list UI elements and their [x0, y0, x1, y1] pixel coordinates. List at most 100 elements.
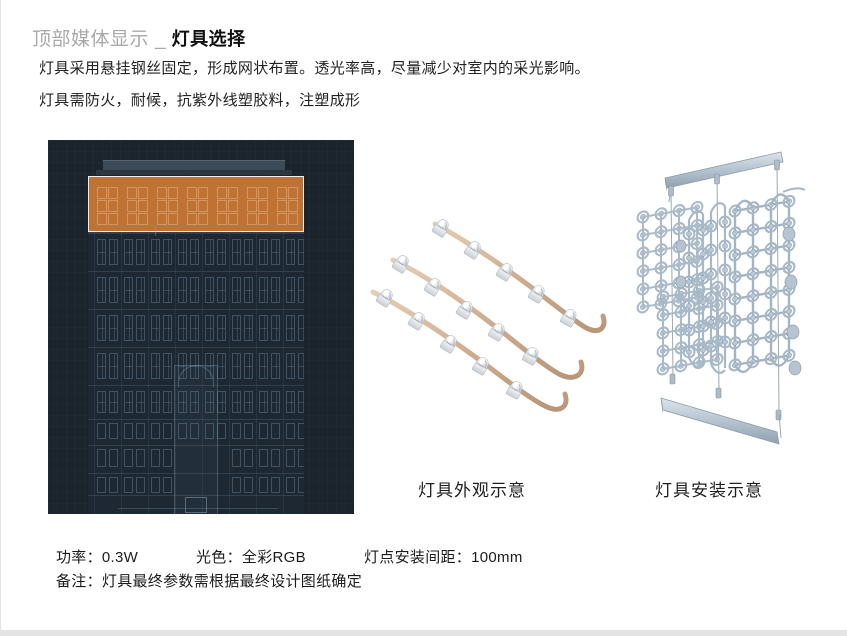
banner-window-ghost [127, 200, 137, 212]
facade-window [190, 391, 199, 413]
banner-window-ghost [108, 213, 118, 225]
facade-window [151, 239, 160, 265]
banner-window-ghost [187, 200, 197, 212]
banner-window-ghost [108, 200, 118, 212]
facade-window [286, 423, 295, 439]
facade-window [259, 239, 268, 265]
facade-window [286, 239, 295, 265]
facade-window [232, 391, 241, 413]
spec-color: 光色：全彩RGB [196, 549, 306, 566]
banner-window-ghost [277, 187, 287, 199]
facade-column-line [256, 233, 257, 514]
facade-window [178, 239, 187, 265]
facade-window [124, 353, 133, 379]
banner-window-ghost [138, 200, 148, 212]
facade-window [163, 391, 172, 413]
facade-window [298, 449, 304, 467]
banner-window-ghost [157, 200, 167, 212]
banner-window-ghost [277, 200, 287, 212]
facade-window [286, 477, 295, 493]
banner-window-ghost [127, 213, 137, 225]
facade-window [286, 277, 295, 303]
facade-window [232, 353, 241, 379]
elevation-canvas [48, 140, 354, 514]
banner-window-ghost [168, 200, 178, 212]
facade-window [217, 391, 226, 413]
roof-slab [103, 160, 285, 171]
banner-window-ghost [258, 187, 268, 199]
facade-window [259, 353, 268, 379]
led-string-1 [370, 286, 569, 412]
banner-window-ghost [97, 200, 107, 212]
facade-window [97, 449, 106, 467]
facade-window [124, 391, 133, 413]
spec-power: 功率：0.3W [56, 549, 139, 566]
section-title-label: 灯具选择 [171, 29, 246, 49]
figure-row [1, 132, 847, 522]
facade-window [136, 477, 145, 493]
facade-window [244, 477, 253, 493]
banner-window-ghost [138, 213, 148, 225]
facade-window [136, 239, 145, 265]
banner-window-ghost [198, 200, 208, 212]
facade-window [109, 315, 118, 341]
facade-window [217, 423, 226, 439]
facade-window [136, 449, 145, 467]
facade-column-line [121, 233, 122, 514]
facade-window [271, 353, 280, 379]
building-elevation-figure [48, 140, 354, 514]
facade-window [232, 477, 241, 493]
facade-window [190, 353, 199, 379]
facade-window [298, 239, 304, 265]
banner-window-ghost [228, 187, 238, 199]
facade-window [205, 353, 214, 379]
facade-window [205, 423, 214, 439]
facade-floor-line [88, 419, 304, 420]
installation-figure [623, 142, 835, 464]
facade-window [151, 391, 160, 413]
facade-window [97, 315, 106, 341]
facade-floor-line [88, 495, 304, 496]
facade-window [271, 423, 280, 439]
ground-line [118, 508, 278, 509]
facade-window [109, 449, 118, 467]
facade-window [136, 315, 145, 341]
banner-window-ghost [187, 213, 197, 225]
page-title: 顶部媒体显示 _ 灯具选择 [32, 24, 246, 51]
facade-window [190, 277, 199, 303]
facade-window [298, 277, 304, 303]
roof-slab-shadow [96, 170, 292, 175]
wire-tensioners [668, 159, 782, 421]
banner-window-ghost [258, 213, 268, 225]
building-facade [88, 232, 304, 514]
facade-window [232, 277, 241, 303]
banner-window-ghost [288, 213, 298, 225]
banner-window-ghost [247, 213, 257, 225]
facade-window [271, 449, 280, 467]
led-string-2 [390, 252, 585, 380]
facade-window [286, 449, 295, 467]
banner-window-ghost [97, 213, 107, 225]
spec-block: 功率：0.3W 光色：全彩RGB 灯点安装间距：100mm 备注：灯具最终参数需… [56, 546, 796, 594]
facade-window [109, 353, 118, 379]
facade-window [259, 423, 268, 439]
facade-column-line [283, 233, 284, 514]
banner-window-ghost [277, 213, 287, 225]
banner-window-ghost [228, 200, 238, 212]
facade-window [244, 449, 253, 467]
intro-line-2: 灯具需防火，耐候，抗紫外线塑胶料，注塑成形 [39, 92, 361, 109]
facade-window [271, 315, 280, 341]
facade-window [190, 239, 199, 265]
facade-window [151, 449, 160, 467]
facade-window [97, 477, 106, 493]
facade-floor-line [88, 309, 304, 310]
facade-window [151, 315, 160, 341]
banner-window-ghost [138, 187, 148, 199]
caption-led-appearance: 灯具外观示意 [418, 481, 526, 500]
led-string-figure [369, 218, 607, 448]
facade-window [190, 423, 199, 439]
facade-window [109, 277, 118, 303]
facade-window [97, 391, 106, 413]
entrance-door [185, 497, 207, 513]
